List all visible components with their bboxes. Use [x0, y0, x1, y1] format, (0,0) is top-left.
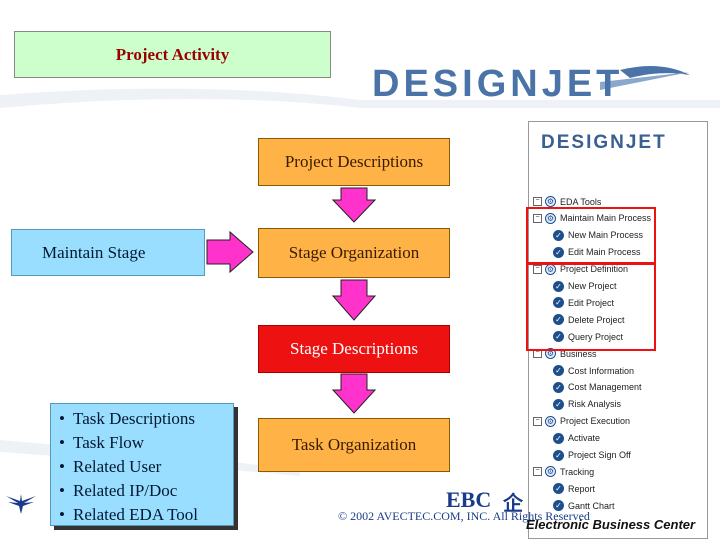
expand-toggle-icon[interactable]: − [533, 467, 542, 477]
tree-item-label: New Project [568, 281, 617, 291]
copyright-text: © 2002 AVECTEC.COM, INC. All Rights Rese… [338, 509, 590, 523]
check-icon: ✓ [553, 381, 564, 393]
tree-item-label: Business [560, 348, 597, 359]
check-icon: ✓ [553, 331, 564, 343]
tree-item-label: Cost Management [568, 382, 642, 393]
tree-item[interactable]: ✓ Edit Main Process [553, 246, 641, 258]
check-icon: ✓ [553, 280, 564, 292]
stage-organization-label: Stage Organization [288, 243, 420, 262]
project-descriptions-label: Project Descriptions [284, 152, 424, 171]
arrow-down-3 [331, 373, 377, 414]
task-organization-label: Task Organization [291, 435, 417, 454]
tree-item-label: Project Execution [560, 416, 631, 427]
tree-item[interactable]: −⚙ Project Execution [533, 415, 631, 427]
list-item: Related User [59, 455, 233, 479]
list-item: Task Flow [59, 431, 233, 455]
tree-item[interactable]: −⚙ Tracking [533, 466, 595, 478]
tree-designjet-logo: DESIGNJET [541, 132, 667, 153]
tree-item-label: Cost Information [568, 365, 635, 376]
tree-item[interactable]: ✓ Activate [553, 432, 601, 444]
ebc-logo: EBC [446, 487, 492, 512]
group-icon: ⚙ [545, 466, 556, 478]
tree-item-label: Project Definition [560, 264, 629, 275]
check-icon: ✓ [553, 365, 564, 376]
check-icon: ✓ [553, 483, 564, 495]
tree-item[interactable]: ✓ Risk Analysis [553, 398, 622, 410]
group-icon: ⚙ [545, 348, 556, 360]
task-details-list: Task Descriptions Task Flow Related User… [50, 403, 234, 526]
maintain-stage-label: Maintain Stage [42, 242, 146, 262]
tree-item[interactable]: ✓ Cost Management [553, 381, 642, 393]
expand-toggle-icon[interactable]: − [533, 264, 542, 274]
tree-item-label: Edit Main Process [568, 247, 641, 258]
tree-item-label: Report [568, 483, 596, 494]
tree-item[interactable]: ✓ Gantt Chart [553, 500, 615, 512]
stage-descriptions-box: Stage Descriptions [258, 325, 450, 373]
list-item: Task Descriptions [59, 407, 233, 431]
tree-item[interactable]: ✓ Edit Project [553, 297, 615, 309]
arrow-right [206, 230, 254, 274]
tree-item[interactable]: ✓ Cost Information [553, 365, 634, 376]
check-icon: ✓ [553, 432, 564, 444]
tree-item[interactable]: ✓ Delete Project [553, 314, 625, 326]
expand-toggle-icon[interactable]: − [533, 213, 542, 223]
eagle-emblem-icon [6, 494, 36, 514]
tree-item-label: Project Sign Off [568, 450, 631, 460]
group-icon: ⚙ [545, 196, 556, 207]
tree-item[interactable]: −⚙Business [533, 348, 597, 360]
ebc-name: Electronic Business Center [526, 517, 696, 532]
tree-item-label: Tracking [560, 466, 595, 477]
stage-organization-box: Stage Organization [258, 228, 450, 278]
tree-item[interactable]: ✓ Report [553, 483, 596, 495]
tree-item[interactable]: ✓ New Main Process [553, 229, 644, 241]
check-icon: ✓ [553, 500, 564, 512]
tree-item-label: New Main Process [568, 230, 644, 241]
arrow-down-2 [331, 279, 377, 321]
check-icon: ✓ [553, 314, 564, 326]
stage-descriptions-label: Stage Descriptions [290, 339, 418, 358]
check-icon: ✓ [553, 297, 564, 309]
tree-item-label: Gantt Chart [568, 500, 615, 511]
designjet-logo: DESIGNJET [372, 63, 624, 105]
tree-item-label: Query Project [568, 331, 624, 342]
ebc-cjk-logo: 企 [503, 493, 523, 515]
check-icon: ✓ [553, 246, 564, 258]
list-item: Related EDA Tool [59, 503, 233, 527]
check-icon: ✓ [553, 449, 564, 461]
list-item: Related IP/Doc [59, 479, 233, 503]
tree-item-label: Activate [568, 433, 601, 444]
tree-item-label: Delete Project [568, 314, 625, 325]
expand-toggle-icon[interactable]: − [533, 416, 542, 426]
navigation-tree-panel: DESIGNJET −⚙EDA Tools−⚙Maintain Main Pro… [528, 121, 708, 539]
task-organization-box: Task Organization [258, 418, 450, 472]
page-title: Project Activity [115, 44, 230, 64]
tree-item[interactable]: ✓ Project Sign Off [553, 449, 631, 461]
tree-item-label: EDA Tools [560, 196, 602, 207]
tree-item-label: Edit Project [568, 297, 615, 308]
group-icon: ⚙ [545, 212, 556, 224]
highlight-maintain-main-process [526, 207, 656, 264]
project-descriptions-box: Project Descriptions [258, 138, 450, 186]
group-icon: ⚙ [545, 415, 556, 427]
title-box: Project Activity [14, 31, 331, 78]
expand-toggle-icon[interactable]: − [533, 197, 542, 206]
tree-item[interactable]: ✓ New Project [553, 280, 617, 292]
check-icon: ✓ [553, 229, 564, 241]
tree-item-label: Maintain Main Process [560, 213, 652, 224]
maintain-stage-box: Maintain Stage [11, 229, 205, 276]
tree-item[interactable]: −⚙ EDA Tools [533, 196, 601, 207]
tree-item-label: Risk Analysis [568, 399, 622, 410]
tree-item[interactable]: −⚙ Maintain Main Process [533, 212, 652, 224]
highlight-project-definition [526, 263, 656, 351]
check-icon: ✓ [553, 398, 564, 410]
arrow-down-1 [331, 187, 377, 223]
tree-item[interactable]: ✓ Query Project [553, 331, 624, 343]
